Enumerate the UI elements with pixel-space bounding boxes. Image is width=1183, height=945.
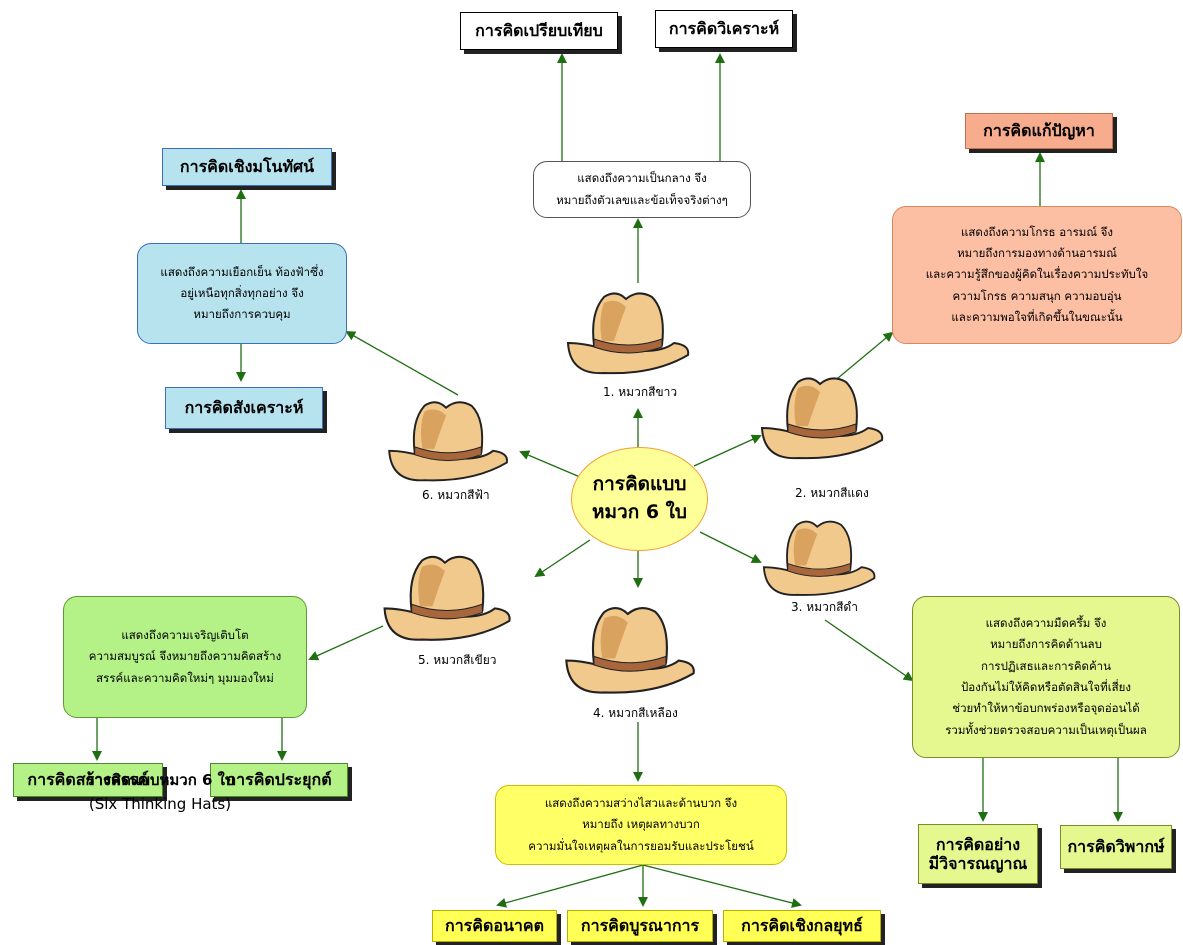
diagram-caption-subtitle: (Six Thinking Hats) xyxy=(88,795,232,813)
arrow-center-to-red-hat xyxy=(693,434,762,467)
thinking-critical-judgment-box: การคิดอย่าง มีวิจารณญาณ xyxy=(918,824,1038,884)
center-line-2: หมวก 6 ใบ xyxy=(591,501,687,523)
green-hat-caption: 5. หมวกสีเขียว xyxy=(418,653,497,667)
arrow-blue-hat-to-desc xyxy=(345,331,459,396)
diagram-caption: การคิดแบบหมวก 6 ใบ (Six Thinking Hats) xyxy=(40,768,280,816)
thinking-strategic-box: การคิดเชิงกลยุทธ์ xyxy=(723,910,881,942)
arrow-yellow-to-future xyxy=(496,864,644,908)
white-hat-icon xyxy=(566,292,690,375)
thinking-integrative-box: การคิดบูรณาการ xyxy=(567,910,713,942)
red-hat-icon xyxy=(760,377,884,460)
thinking-future-box: การคิดอนาคต xyxy=(432,910,557,942)
thinking-applied-box: การคิดประยุกต์ xyxy=(210,763,348,797)
thinking-conceptual-box: การคิดเชิงมโนทัศน์ xyxy=(162,148,332,186)
arrow-black-hat-to-desc xyxy=(824,619,914,682)
thinking-creative-box: การคิดสร้างสรรค์ xyxy=(13,763,163,797)
center-topic: การคิดแบบ หมวก 6 ใบ xyxy=(571,447,708,551)
arrow-red-hat-to-desc xyxy=(831,331,894,384)
white-hat-caption: 1. หมวกสีขาว xyxy=(603,385,678,399)
thinking-compare-box: การคิดเปรียบเทียบ xyxy=(460,12,618,50)
arrow-green-hat-to-desc xyxy=(308,625,384,661)
red-hat-description: แสดงถึงความโกรธ อารมณ์ จึง หมายถึงการมอง… xyxy=(892,206,1182,344)
yellow-hat-description: แสดงถึงความสว่างไสวและด้านบวก จึง หมายถึ… xyxy=(495,785,787,865)
thinking-synthesis-box: การคิดสังเคราะห์ xyxy=(165,387,323,429)
green-hat-icon xyxy=(383,555,511,641)
thinking-analyze-box: การคิดวิเคราะห์ xyxy=(655,10,793,48)
green-hat-description: แสดงถึงความเจริญเติบโต ความสมบูรณ์ จึงหม… xyxy=(63,596,307,718)
arrow-yellow-to-strategic xyxy=(642,864,802,908)
center-line-1: การคิดแบบ xyxy=(592,473,687,496)
black-hat-description: แสดงถึงความมืดครึ้ม จึง หมายถึงการคิดด้า… xyxy=(912,596,1180,758)
thinking-problem-solving-box: การคิดแก้ปัญหา xyxy=(965,113,1113,149)
black-hat-caption: 3. หมวกสีดำ xyxy=(791,600,858,614)
arrow-center-to-blue-hat xyxy=(519,450,581,478)
thinking-critique-box: การคิดวิพากษ์ xyxy=(1060,825,1172,869)
blue-hat-description: แสดงถึงความเยือกเย็น ท้องฟ้าซึ่ง อยู่เหน… xyxy=(137,243,347,344)
blue-hat-icon xyxy=(388,401,509,482)
diagram-caption-title: การคิดแบบหมวก 6 ใบ xyxy=(85,771,235,789)
yellow-hat-icon xyxy=(565,607,695,694)
arrow-center-to-green-hat xyxy=(534,539,591,578)
blue-hat-caption: 6. หมวกสีฟ้า xyxy=(422,488,490,502)
yellow-hat-caption: 4. หมวกสีเหลือง xyxy=(593,706,678,720)
white-hat-description: แสดงถึงความเป็นกลาง จึง หมายถึงตัวเลขและ… xyxy=(533,161,751,218)
black-hat-icon xyxy=(762,520,876,596)
arrow-center-to-black-hat xyxy=(699,531,762,563)
red-hat-caption: 2. หมวกสีแดง xyxy=(795,486,869,500)
